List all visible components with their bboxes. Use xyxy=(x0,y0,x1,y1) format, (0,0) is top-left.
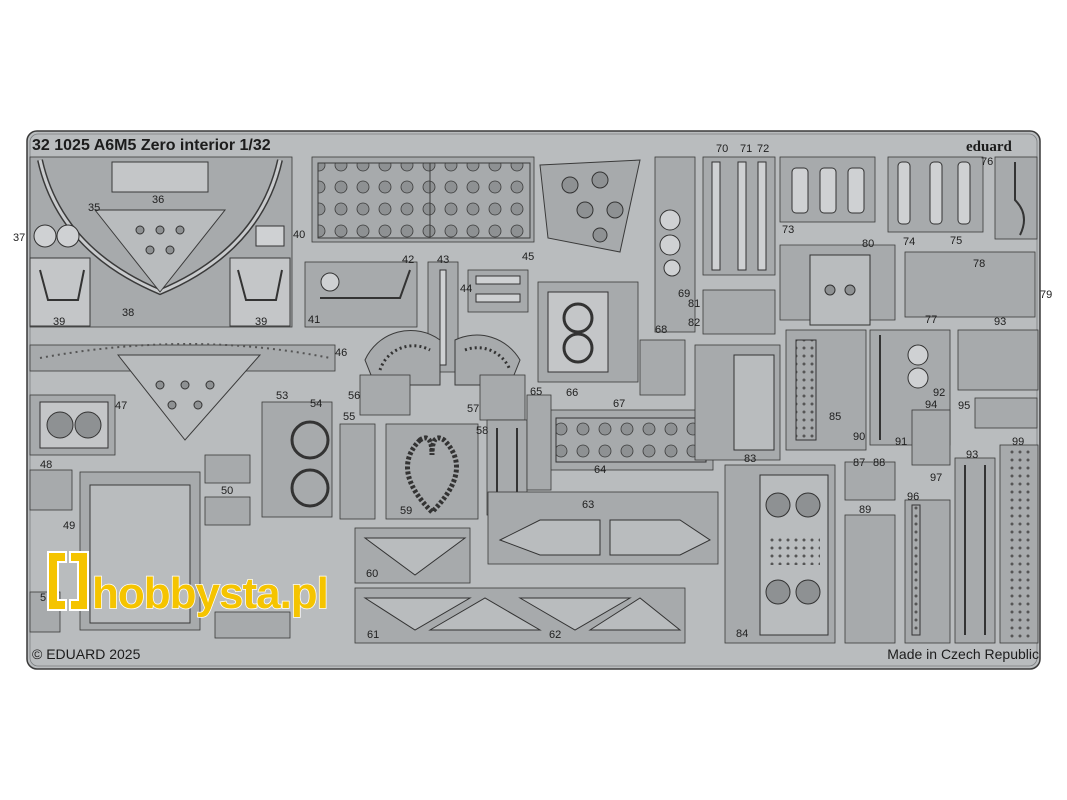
part-number: 85 xyxy=(829,411,841,423)
part-number: 80 xyxy=(862,238,874,250)
part-number: 90 xyxy=(853,431,865,443)
part-group-73-82 xyxy=(779,156,1038,326)
part-number: 50 xyxy=(221,485,233,497)
part-number: 39 xyxy=(255,316,267,328)
part-number: 77 xyxy=(925,314,937,326)
part-number: 82 xyxy=(688,317,700,329)
part-number: 39 xyxy=(53,316,65,328)
watermark-text: hobbysta.pl xyxy=(92,569,328,618)
part-number: 81 xyxy=(688,298,700,310)
part-number: 40 xyxy=(293,229,305,241)
part-number: 91 xyxy=(895,436,907,448)
brand-logo: eduard xyxy=(966,139,1013,155)
part-number: 42 xyxy=(402,254,414,266)
part-number: 79 xyxy=(1040,289,1052,301)
part-group-48-52 xyxy=(29,454,291,639)
part-group-63-67 xyxy=(487,281,719,565)
part-number: 47 xyxy=(115,400,127,412)
part-number: 75 xyxy=(950,235,962,247)
part-number: 64 xyxy=(594,464,606,476)
part-group-arcs xyxy=(359,329,526,421)
part-number: 54 xyxy=(310,398,322,410)
part-number: 67 xyxy=(613,398,625,410)
part-number: 60 xyxy=(366,568,378,580)
part-number: 36 xyxy=(152,194,164,206)
part-number: 70 xyxy=(716,143,728,155)
part-number: 44 xyxy=(460,283,472,295)
part-number: 97 xyxy=(930,472,942,484)
part-number: 65 xyxy=(530,386,542,398)
part-number: 46 xyxy=(335,347,347,359)
part-number: 89 xyxy=(859,504,871,516)
part-number: 93 xyxy=(966,449,978,461)
part-number: 37 xyxy=(13,232,25,244)
part-number: 95 xyxy=(958,400,970,412)
part-number-labels: 35 36 37 38 39 39 40 41 42 43 44 45 46 4… xyxy=(13,143,1052,641)
part-number: 76 xyxy=(981,156,993,168)
part-group-83-95 xyxy=(694,329,1039,466)
part-number: 68 xyxy=(655,324,667,336)
part-group-panel-top xyxy=(311,156,641,253)
part-number: 73 xyxy=(782,224,794,236)
part-number: 66 xyxy=(566,387,578,399)
copyright-text: © EDUARD 2025 xyxy=(32,646,141,662)
part-group-84 xyxy=(724,464,836,644)
part-number: 69 xyxy=(678,288,690,300)
part-number: 43 xyxy=(437,254,449,266)
part-number: 93 xyxy=(994,316,1006,328)
part-number: 74 xyxy=(903,236,915,248)
origin-text: Made in Czech Republic xyxy=(887,646,1039,662)
part-number: 49 xyxy=(63,520,75,532)
part-group-53-59 xyxy=(261,401,528,520)
part-number: 88 xyxy=(873,457,885,469)
part-number: 56 xyxy=(348,390,360,402)
bracket-logo-icon xyxy=(47,551,89,611)
part-number: 45 xyxy=(522,251,534,263)
part-number: 92 xyxy=(933,387,945,399)
part-number: 41 xyxy=(308,314,320,326)
part-number: 78 xyxy=(973,258,985,270)
watermark: hobbysta.pl xyxy=(47,551,330,619)
part-group-35-40 xyxy=(29,156,293,328)
part-number: 58 xyxy=(476,425,488,437)
part-number: 53 xyxy=(276,390,288,402)
part-number: 61 xyxy=(367,629,379,641)
part-number: 38 xyxy=(122,307,134,319)
part-group-68-72 xyxy=(639,156,776,396)
part-number: 71 xyxy=(740,143,752,155)
part-number: 94 xyxy=(925,399,937,411)
part-number: 84 xyxy=(736,628,748,640)
part-number: 63 xyxy=(582,499,594,511)
part-group-46-47 xyxy=(29,343,336,456)
part-group-60-62 xyxy=(354,527,686,644)
part-number: 96 xyxy=(907,491,919,503)
part-number: 48 xyxy=(40,459,52,471)
part-number: 57 xyxy=(467,403,479,415)
part-number: 55 xyxy=(343,411,355,423)
part-number: 72 xyxy=(757,143,769,155)
part-number: 87 xyxy=(853,457,865,469)
part-number: 59 xyxy=(400,505,412,517)
part-number: 62 xyxy=(549,629,561,641)
part-number: 35 xyxy=(88,202,100,214)
part-number: 83 xyxy=(744,453,756,465)
fret-title: 32 1025 A6M5 Zero interior 1/32 xyxy=(32,137,271,154)
part-number: 99 xyxy=(1012,436,1024,448)
part-group-87-99 xyxy=(844,444,1039,644)
